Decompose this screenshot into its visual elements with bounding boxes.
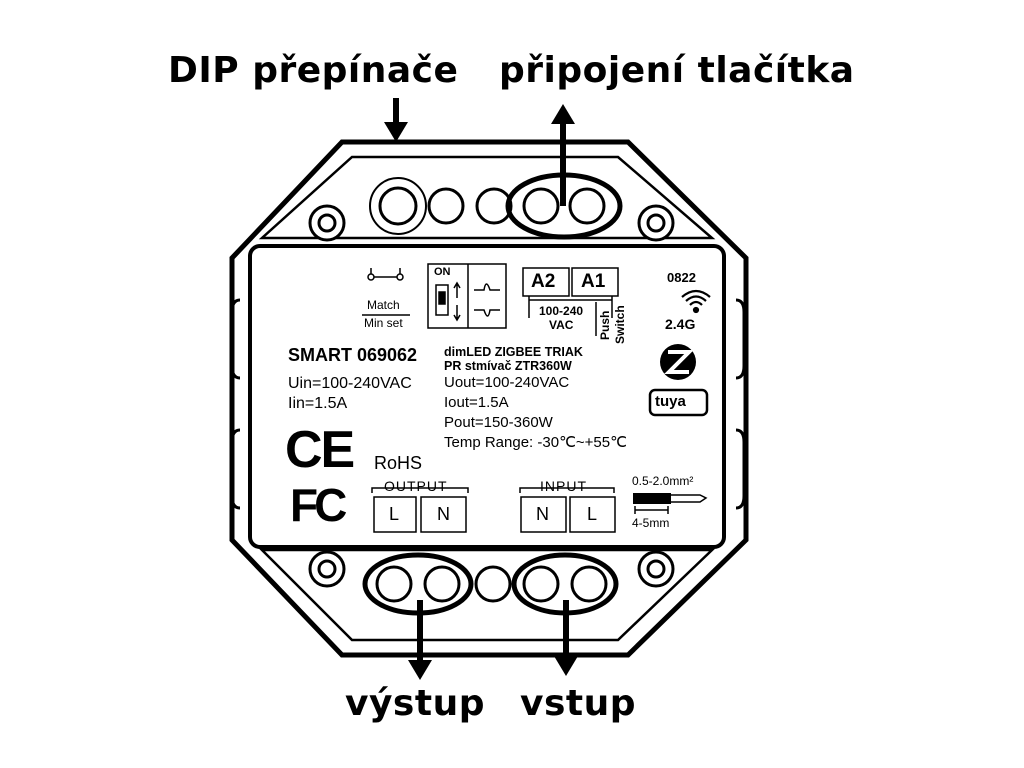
dip-on-label: ON xyxy=(434,266,451,278)
screw-hole-bottom-right xyxy=(637,550,675,588)
front-panel xyxy=(248,244,726,549)
wifi-icon xyxy=(681,289,711,314)
zigbee-icon xyxy=(660,344,696,380)
product-line2-label: PR stmívač ZTR360W xyxy=(444,359,572,373)
tuya-label: tuya xyxy=(655,393,686,410)
input-label-box xyxy=(519,487,616,533)
input-label: vstup xyxy=(520,683,637,724)
screw-hole-top-left xyxy=(308,204,346,242)
ce-mark: CE xyxy=(285,421,355,479)
min-set-label: Min set xyxy=(364,316,403,330)
match-switch-symbol xyxy=(362,268,410,316)
temp-range-label: Temp Range: -30℃~+55℃ xyxy=(444,434,627,451)
vac-line2-label: VAC xyxy=(549,318,574,332)
top-terminal-3 xyxy=(475,187,513,225)
iin-label: Iin=1.5A xyxy=(288,395,348,412)
vac-line1-label: 100-240 xyxy=(539,304,584,318)
terminal-a2-label: A2 xyxy=(531,271,556,292)
uin-label: Uin=100-240VAC xyxy=(288,375,412,392)
dip-diagram-box xyxy=(427,263,507,329)
fcc-mark: FC xyxy=(290,479,347,531)
pout-label: Pout=150-360W xyxy=(444,414,553,431)
push-label: Push xyxy=(598,310,612,340)
product-line1-label: dimLED ZIGBEE TRIAK xyxy=(444,345,583,359)
output-l-label: L xyxy=(389,504,400,524)
wire-gauge-label: 0.5-2.0mm² xyxy=(632,474,694,488)
bottom-terminal-middle xyxy=(474,565,512,603)
arrow-to-input xyxy=(554,600,578,676)
arrow-to-dip xyxy=(384,98,408,142)
screw-hole-bottom-left xyxy=(308,550,346,588)
output-label-box xyxy=(371,487,469,533)
model-label: SMART 069062 xyxy=(288,345,418,365)
output-terminal-n xyxy=(423,565,461,603)
a-terminal-box xyxy=(522,267,619,336)
switch-label: Switch xyxy=(613,305,627,344)
input-l-label: L xyxy=(587,504,598,524)
tuya-logo xyxy=(648,388,709,417)
output-n-label: N xyxy=(437,504,450,524)
dip-switches-label: DIP přepínače xyxy=(168,50,459,91)
wire-strip-icon xyxy=(633,493,708,514)
output-panel-label: OUTPUT xyxy=(384,478,448,494)
arrow-to-output xyxy=(408,600,432,680)
arrow-to-button xyxy=(551,104,575,206)
output-label: výstup xyxy=(345,683,485,724)
button-connection-label: připojení tlačítka xyxy=(499,50,855,91)
strip-length-label: 4-5mm xyxy=(632,516,670,530)
output-terminal-l xyxy=(375,565,413,603)
input-terminal-l xyxy=(570,565,608,603)
terminal-a1-label: A1 xyxy=(581,271,606,292)
top-terminal-2 xyxy=(427,187,465,225)
button-terminal-a2 xyxy=(522,187,560,225)
rohs-label: RoHS xyxy=(374,453,423,473)
band-label: 2.4G xyxy=(665,316,696,332)
button-terminal-a1 xyxy=(568,187,606,225)
input-n-label: N xyxy=(536,504,549,524)
uout-label: Uout=100-240VAC xyxy=(444,374,570,391)
code-label: 0822 xyxy=(667,270,696,285)
screw-hole-top-right xyxy=(637,204,675,242)
input-panel-label: INPUT xyxy=(540,478,587,494)
match-label: Match xyxy=(367,298,400,312)
input-terminal-n xyxy=(522,565,560,603)
iout-label: Iout=1.5A xyxy=(444,394,509,411)
